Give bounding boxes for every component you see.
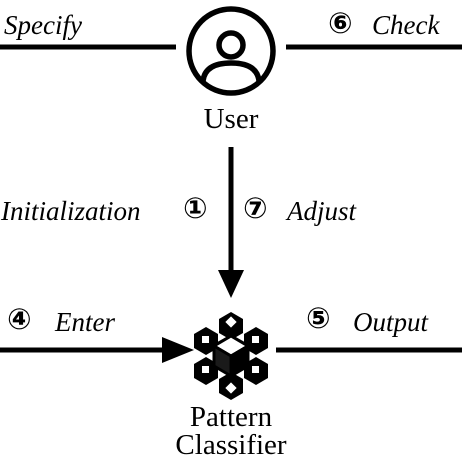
edge-initialization-adjust-arrowhead [218, 270, 244, 298]
edge-label-adjust: Adjust [287, 196, 357, 226]
edge-label-check: Check [372, 10, 440, 40]
step-number-5: ⑤ [306, 301, 331, 335]
node-label-user: User [203, 103, 259, 135]
step-number-1: ① [183, 191, 208, 225]
step-number-7: ⑦ [243, 191, 268, 225]
step-number-6: ⑥ [328, 6, 353, 40]
edge-label-specify: Specify [4, 10, 82, 40]
edge-label-output: Output [353, 307, 429, 337]
cube-network-icon [194, 312, 268, 400]
edge-enter-arrowhead [162, 337, 194, 363]
edge-label-enter: Enter [55, 307, 115, 337]
node-label-classifier-line1: Pattern [189, 401, 273, 433]
edge-label-initialization: Initialization [1, 196, 141, 226]
node-label-classifier-line2: Classifier [175, 429, 287, 461]
step-number-4: ④ [7, 302, 32, 336]
user-icon [186, 6, 276, 96]
